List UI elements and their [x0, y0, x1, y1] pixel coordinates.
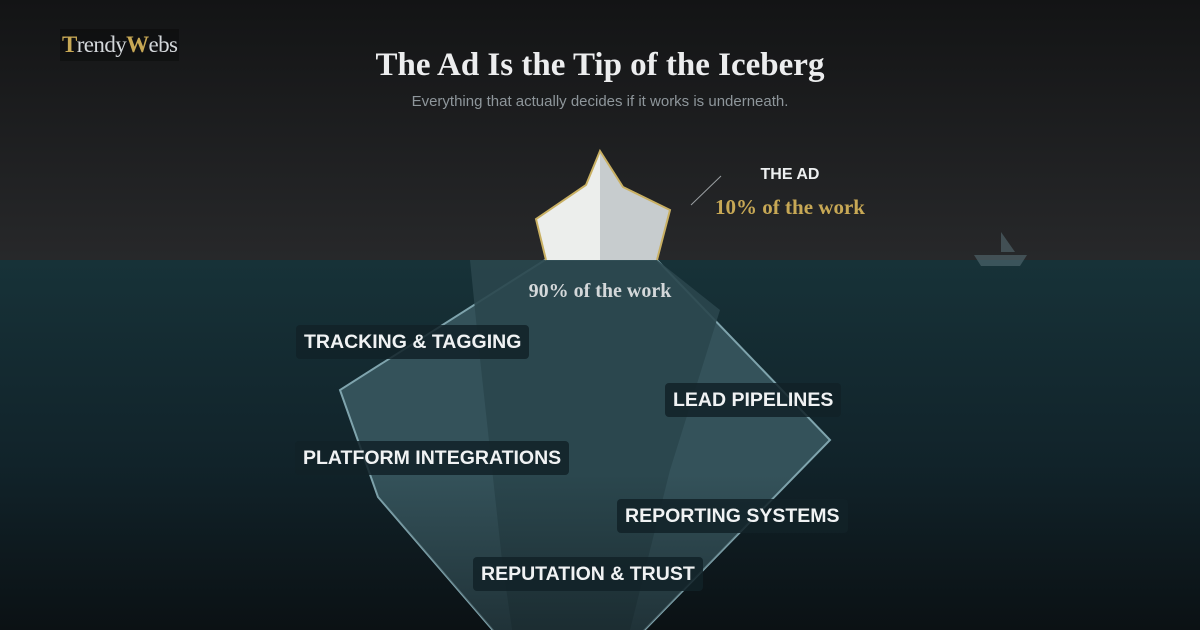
logo-initial-w: W [126, 32, 149, 57]
boat-icon [974, 232, 1027, 266]
iceberg-tip [534, 148, 672, 261]
ad-share: 10% of the work [715, 195, 865, 219]
brand-logo: TrendyWebs [60, 29, 180, 61]
page-subtitle: Everything that actually decides if it w… [411, 93, 789, 110]
tag-platform-integrations: PLATFORM INTEGRATIONS [295, 441, 570, 475]
tag-lead-pipelines: LEAD PIPELINES [665, 383, 842, 417]
underwater-share: 90% of the work [528, 280, 672, 302]
logo-initial-t: T [62, 32, 77, 57]
logo-text-ebs: ebs [148, 32, 178, 57]
ad-pointer-line [690, 175, 722, 206]
tag-tracking-tagging: TRACKING & TAGGING [296, 325, 530, 359]
logo-text-rendy: rendy [76, 32, 127, 57]
ad-label: THE AD [760, 166, 820, 183]
tag-reporting-systems: REPORTING SYSTEMS [617, 499, 848, 533]
tag-reputation-trust: REPUTATION & TRUST [473, 557, 703, 591]
page-title: The Ad Is the Tip of the Iceberg [375, 47, 825, 83]
